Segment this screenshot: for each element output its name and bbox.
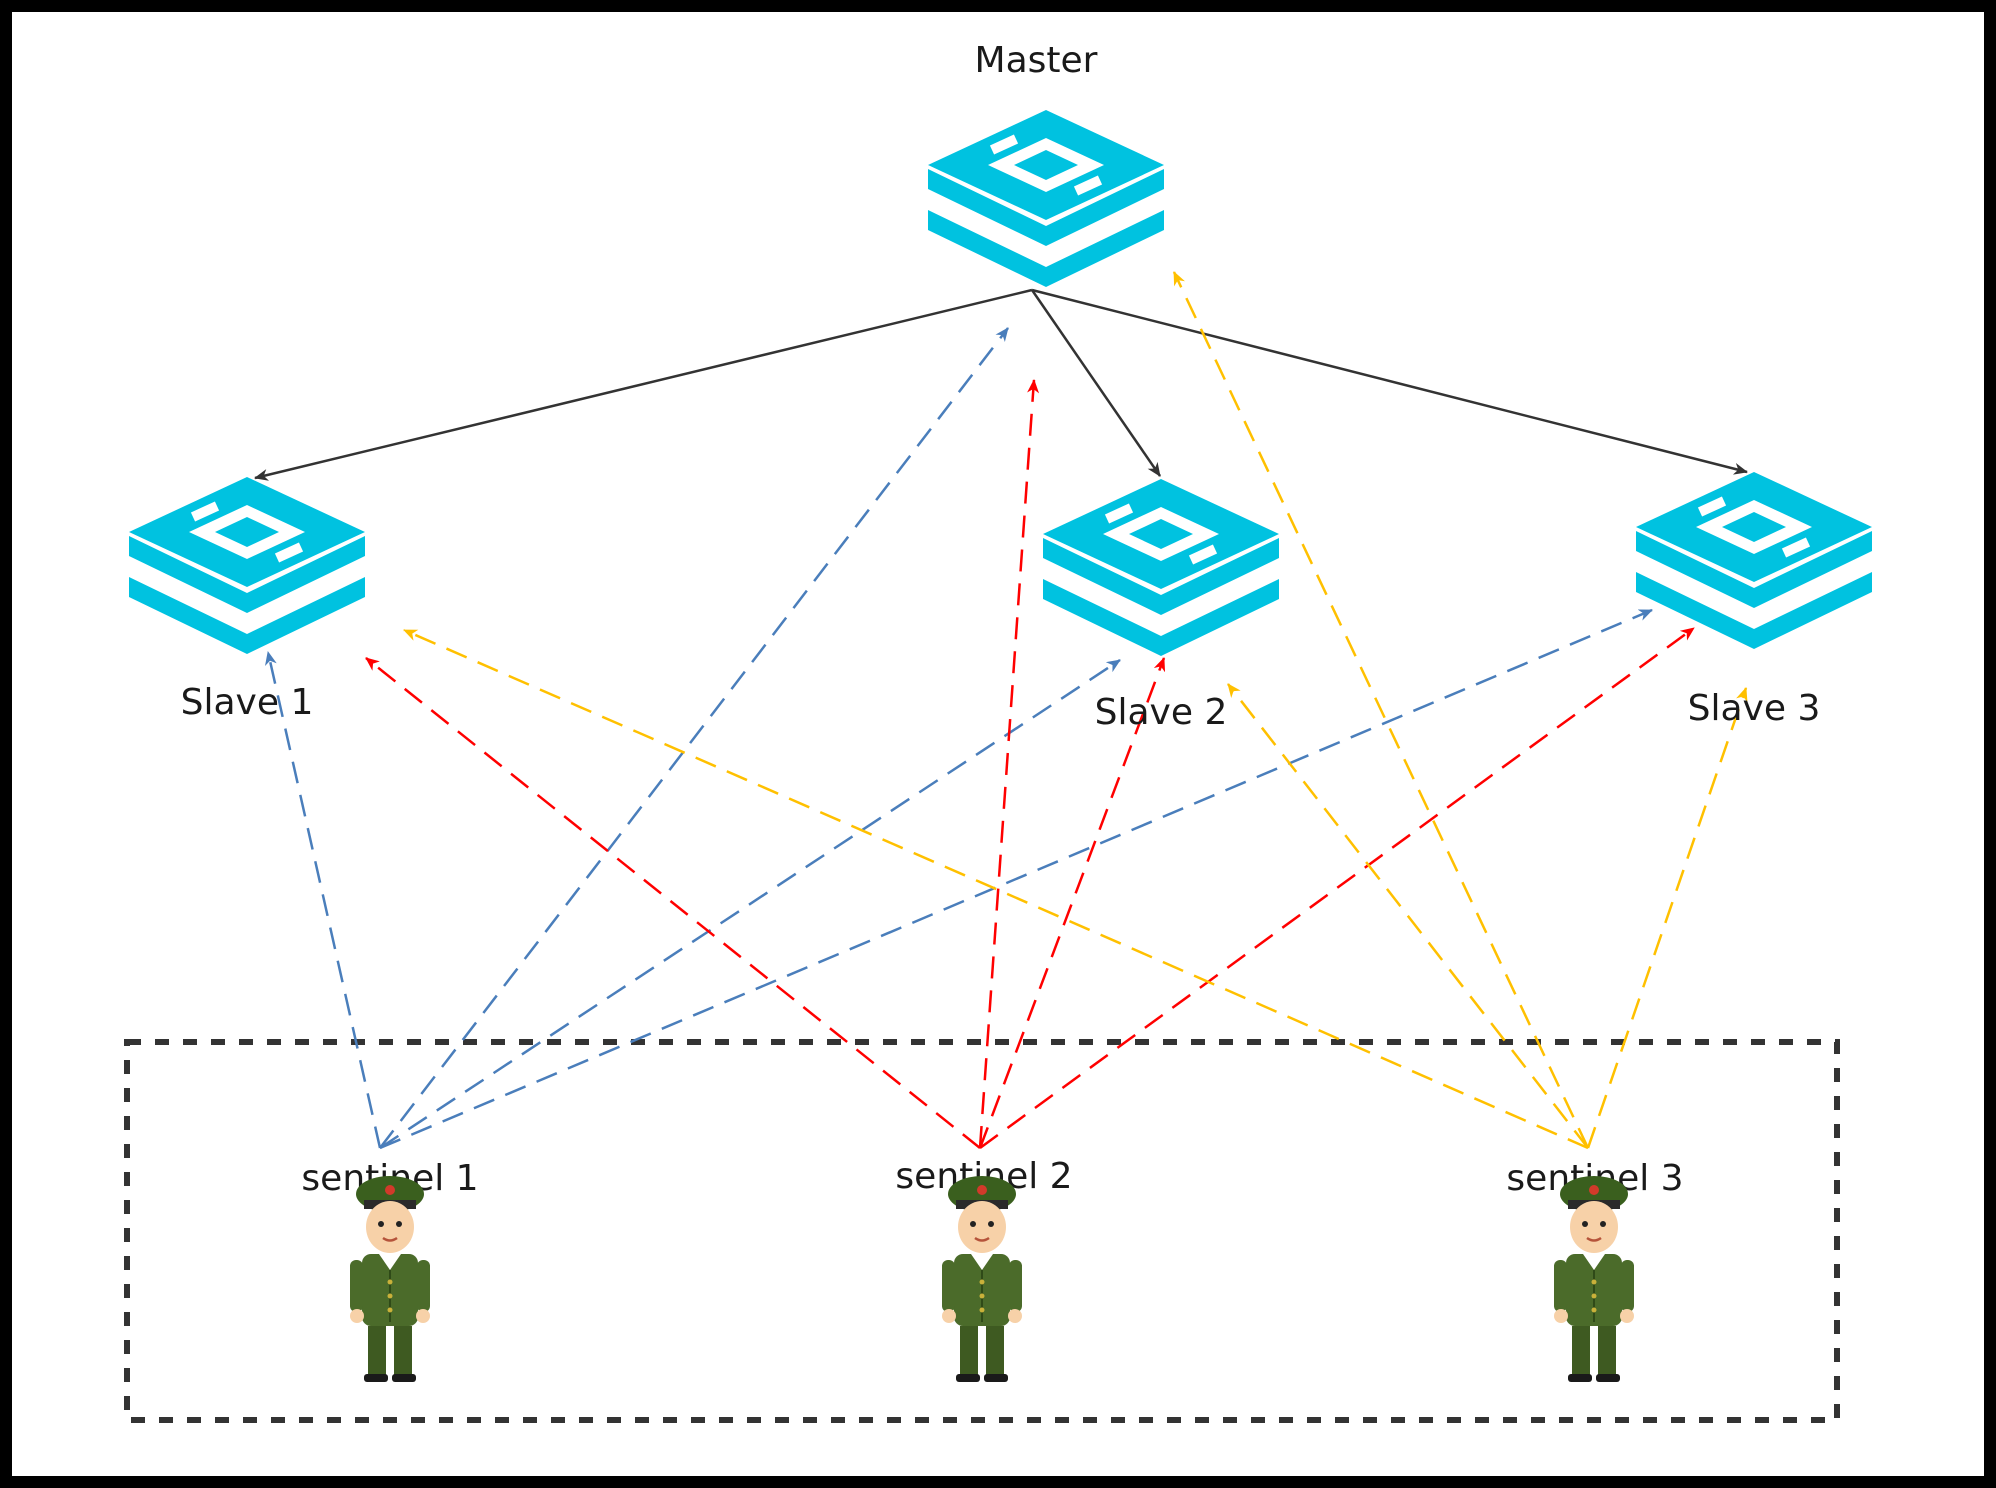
- sentinel-2-node: sentinel 2: [895, 1156, 1073, 1384]
- sentinel-2-links: [365, 379, 1695, 1150]
- replication-link-slave-1: [254, 288, 1033, 481]
- sentinel-1-to-master-link: [379, 327, 1009, 1149]
- sentinel-group-box: [124, 1039, 1840, 1423]
- slave-3-node: Slave 3: [1636, 472, 1872, 729]
- master-node: Master: [928, 40, 1164, 287]
- sentinel-2-to-slave-2-link: [978, 657, 1166, 1149]
- slave-1-label: Slave 1: [181, 682, 314, 723]
- slave-3-label: Slave 3: [1688, 688, 1821, 729]
- sentinel-3-to-master-link: [1172, 271, 1590, 1149]
- replication-link-slave-2: [1030, 289, 1162, 477]
- sentinel-1-node: sentinel 1: [301, 1158, 479, 1384]
- sentinel-3-to-slave-1-link: [403, 628, 1589, 1150]
- replication-link-slave-3: [1031, 288, 1748, 475]
- sentinel-2-to-slave-1-link: [365, 657, 981, 1149]
- sentinel-2-to-slave-3-link: [979, 626, 1695, 1150]
- sentinel-2-to-master-link: [978, 379, 1040, 1149]
- sentinel-3-node: sentinel 3: [1506, 1158, 1684, 1384]
- sentinel-3-links: [403, 271, 1748, 1150]
- sentinel-1-links: [265, 327, 1653, 1150]
- slave-2-node: Slave 2: [1043, 479, 1279, 733]
- sentinel-1-to-slave-2-link: [379, 658, 1121, 1150]
- master-label: Master: [975, 40, 1098, 81]
- sentinel-3-to-slave-3-link: [1586, 687, 1748, 1149]
- sentinel-3-to-slave-2-link: [1227, 683, 1589, 1149]
- slave-2-label: Slave 2: [1095, 692, 1228, 733]
- slave-1-node: Slave 1: [129, 477, 365, 723]
- replication-links: [254, 288, 1748, 481]
- sentinel-1-to-slave-3-link: [379, 608, 1653, 1150]
- sentinel-1-to-slave-1-link: [265, 651, 382, 1149]
